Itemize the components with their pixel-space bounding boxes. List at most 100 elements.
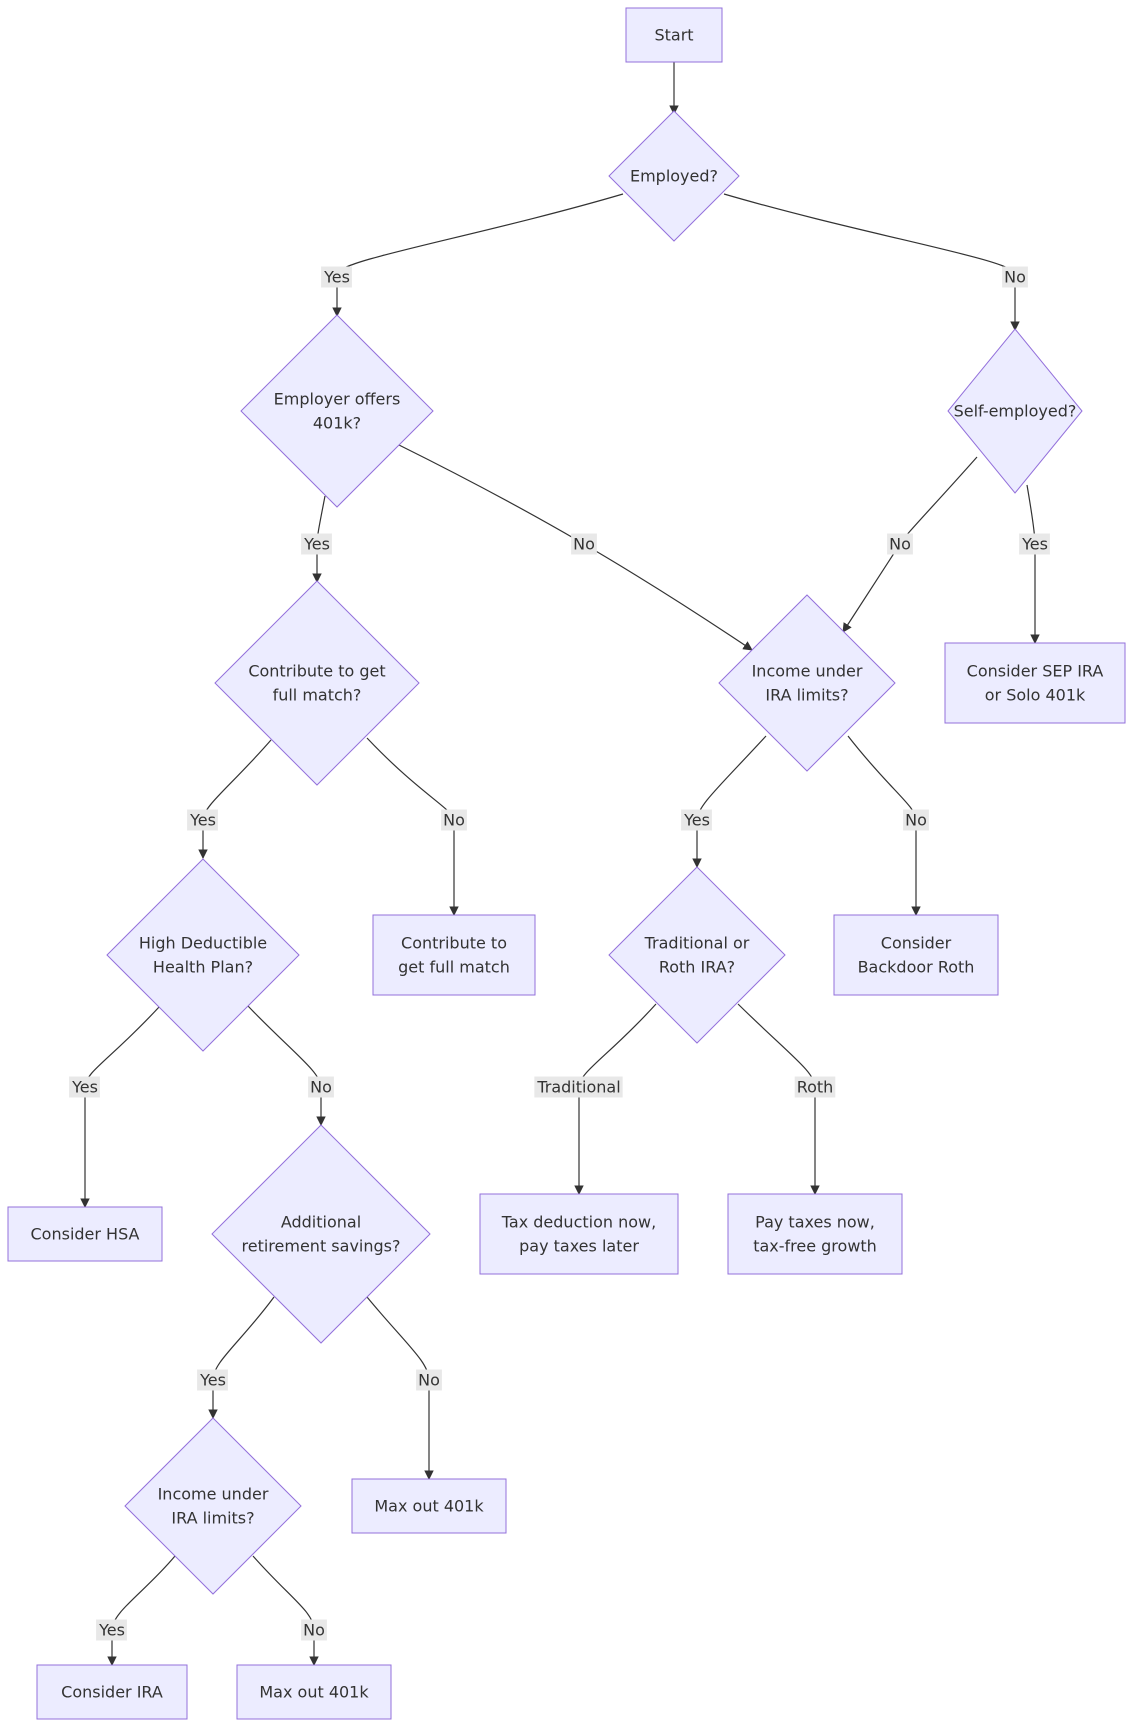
edge-label-tr-roth: Roth — [794, 1076, 836, 1098]
contribute-match-box — [372, 914, 536, 996]
trad-roth-diamond — [608, 866, 786, 1044]
node-label-line: or Solo 401k — [985, 686, 1086, 705]
node-label-line: Consider IRA — [61, 1683, 163, 1702]
edge-label-employed-no: No — [1002, 266, 1028, 288]
income-ira-1-diamond — [718, 594, 896, 772]
edge-label-background — [1019, 533, 1050, 555]
edge-label-ira1-no: No — [903, 809, 929, 831]
node-label-line: High Deductible — [139, 934, 267, 953]
self-employed-diamond — [947, 328, 1083, 494]
node-label-line: Employed? — [630, 167, 718, 186]
edge-label-background — [681, 809, 712, 831]
node-sep-ira: Consider SEP IRA or Solo 401k — [944, 642, 1126, 724]
edge-label-self-yes: Yes — [1019, 533, 1050, 555]
edge-label-background — [197, 1369, 228, 1391]
edge-hdhp-no — [247, 1005, 326, 1126]
node-label-line: Income under — [158, 1485, 269, 1504]
backdoor-roth-box — [833, 914, 999, 996]
node-label-line: Max out 401k — [374, 1497, 484, 1516]
edge-label-text: Yes — [199, 1371, 226, 1390]
edge-label-hdhp-no: No — [308, 1076, 334, 1098]
edge-ira1-yes — [692, 735, 767, 868]
edge-label-text: No — [303, 1621, 325, 1640]
pay-taxes-now-box — [727, 1193, 903, 1275]
node-max-401k-2: Max out 401k — [236, 1664, 392, 1720]
node-hsa: Consider HSA — [7, 1206, 163, 1262]
employed-diamond — [608, 110, 740, 242]
node-start: Start — [625, 7, 723, 63]
edge-label-background — [903, 809, 929, 831]
edge-label-background — [187, 809, 218, 831]
node-label-line: Contribute to get — [248, 662, 385, 681]
edge-add-yes — [208, 1296, 275, 1419]
edge-label-background — [794, 1076, 836, 1098]
edge-label-add-no: No — [416, 1369, 442, 1391]
edge-label-background — [441, 809, 467, 831]
employer-401k-diamond — [240, 314, 434, 508]
edge-tr-traditional — [574, 1003, 657, 1195]
node-label-line: Consider SEP IRA — [967, 662, 1104, 681]
node-label-line: Income under — [752, 662, 863, 681]
additional-savings-diamond — [211, 1124, 431, 1344]
edge-hdhp-yes — [80, 1005, 161, 1208]
node-label-line: Additional — [281, 1213, 361, 1232]
edge-label-background — [571, 533, 597, 555]
node-label-line: Start — [654, 26, 693, 45]
node-label-line: tax-free growth — [753, 1237, 877, 1256]
edge-label-text: No — [573, 535, 595, 554]
edge-employed-yes — [332, 193, 624, 317]
edge-label-text: Roth — [797, 1078, 834, 1097]
edge-match-no — [366, 737, 459, 916]
edge-label-employer-no: No — [571, 533, 597, 555]
node-label-line: get full match — [398, 958, 510, 977]
edge-label-hdhp-yes: Yes — [69, 1076, 100, 1098]
hsa-box — [7, 1206, 163, 1262]
node-label-line: Consider HSA — [31, 1225, 140, 1244]
edge-label-text: No — [418, 1371, 440, 1390]
edge-label-text: No — [310, 1078, 332, 1097]
node-label-line: Roth IRA? — [659, 958, 735, 977]
edge-label-text: Yes — [683, 811, 710, 830]
node-label-line: Backdoor Roth — [858, 958, 975, 977]
edge-match-yes — [198, 739, 272, 859]
max-401k-1-box — [351, 1478, 507, 1534]
edge-employed-no — [723, 193, 1020, 331]
income-ira-2-diamond — [124, 1417, 302, 1595]
edge-label-background — [534, 1076, 623, 1098]
edge-ira2-yes — [107, 1555, 176, 1666]
edge-self-yes — [1026, 484, 1040, 644]
tax-deduction-box — [479, 1193, 679, 1275]
node-label-line: pay taxes later — [519, 1237, 639, 1256]
edge-label-add-yes: Yes — [197, 1369, 228, 1391]
edge-label-text: Traditional — [536, 1078, 620, 1097]
edge-label-match-no: No — [441, 809, 467, 831]
full-match-q-diamond — [214, 580, 420, 786]
node-label-line: Employer offers — [274, 390, 401, 409]
node-label-line: IRA limits? — [765, 686, 848, 705]
node-consider-ira: Consider IRA — [36, 1664, 188, 1720]
edge-label-background — [96, 1619, 127, 1641]
node-pay-taxes-now: Pay taxes now, tax-free growth — [727, 1193, 903, 1275]
edge-label-text: Yes — [98, 1621, 125, 1640]
edge-label-background — [416, 1369, 442, 1391]
edge-label-text: Yes — [71, 1078, 98, 1097]
node-label-line: 401k? — [313, 414, 361, 433]
edge-label-employed-yes: Yes — [321, 266, 352, 288]
node-label-line: Pay taxes now, — [755, 1213, 875, 1232]
edge-label-text: No — [1004, 268, 1026, 287]
edge-label-text: No — [905, 811, 927, 830]
edge-label-background — [69, 1076, 100, 1098]
edge-label-background — [301, 1619, 327, 1641]
node-label-line: Consider — [881, 934, 952, 953]
edge-label-background — [301, 533, 332, 555]
edge-label-text: Yes — [303, 535, 330, 554]
node-label-line: Health Plan? — [153, 958, 253, 977]
edge-label-text: No — [889, 535, 911, 554]
consider-ira-box — [36, 1664, 188, 1720]
